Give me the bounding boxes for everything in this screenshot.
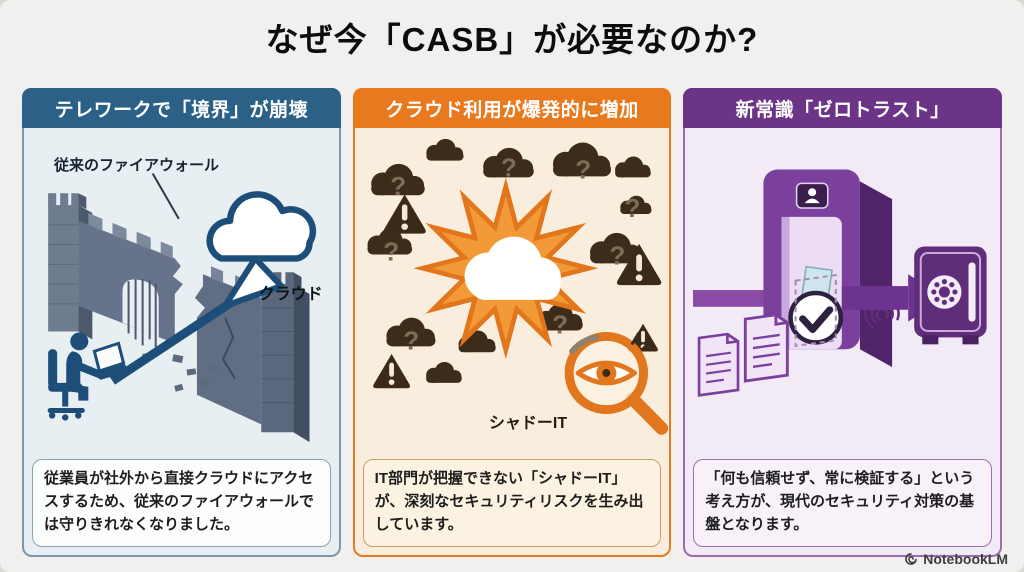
worker-laptop-icon bbox=[47, 332, 131, 421]
panel-zero-trust-caption: 「何も信頼せず、常に検証する」という考え方が、現代のセキュリティ対策の基盤となり… bbox=[693, 459, 993, 547]
shadow-it-illustration: ??? ??? ?? bbox=[355, 130, 670, 453]
cloud-label: クラウド bbox=[258, 286, 323, 303]
zero-trust-illustration bbox=[685, 130, 1000, 453]
cloud-icon bbox=[206, 191, 317, 309]
svg-text:?: ? bbox=[403, 327, 419, 355]
castle-right-tower-icon bbox=[194, 266, 310, 443]
zero-trust-art bbox=[693, 169, 987, 397]
panel-telework: テレワークで「境界」が崩壊 bbox=[22, 88, 341, 557]
shadow-it-label: シャドーIT bbox=[488, 415, 568, 432]
panel-cloud-explosion: クラウド利用が爆発的に増加 bbox=[352, 88, 672, 557]
panel-cloud-explosion-header: クラウド利用が爆発的に増加 bbox=[352, 88, 672, 128]
svg-text:?: ? bbox=[390, 173, 406, 201]
notebooklm-brand-text: NotebookLM bbox=[923, 551, 1008, 567]
shadow-it-art: ??? ??? ?? bbox=[367, 138, 668, 435]
document-icons bbox=[698, 273, 838, 397]
page-title: なぜ今「CASB」が必要なのか? bbox=[265, 21, 759, 58]
svg-text:?: ? bbox=[383, 239, 399, 267]
svg-text:?: ? bbox=[609, 243, 625, 271]
panel-zero-trust: 新常識「ゼロトラスト」 bbox=[683, 88, 1003, 557]
portcullis-bars bbox=[127, 279, 157, 348]
flow-arrow-left bbox=[693, 290, 766, 307]
svg-text:?: ? bbox=[552, 312, 568, 340]
svg-text:?: ? bbox=[624, 195, 640, 223]
svg-text:?: ? bbox=[575, 157, 591, 185]
notebooklm-logo-icon bbox=[905, 553, 918, 565]
firewall-breach-art bbox=[47, 172, 317, 443]
explosion-icon bbox=[412, 177, 598, 360]
panel-telework-header: テレワークで「境界」が崩壊 bbox=[22, 88, 341, 128]
firewall-label: 従来のファイアウォール bbox=[54, 157, 220, 174]
firewall-wall-icon bbox=[78, 212, 183, 348]
notebooklm-attribution: NotebookLM bbox=[904, 551, 1008, 567]
checkmark-icon bbox=[788, 290, 844, 345]
direct-access-line bbox=[109, 296, 238, 385]
panel-zero-trust-header: 新常識「ゼロトラスト」 bbox=[683, 88, 1003, 128]
svg-text:?: ? bbox=[501, 155, 517, 183]
magnifier-eye-icon bbox=[564, 331, 668, 435]
panel-telework-caption: 従業員が社外から直接クラウドにアクセスするため、従来のファイアウォールでは守りき… bbox=[32, 459, 331, 547]
question-marks: ??? ??? ?? bbox=[383, 155, 640, 356]
safe-icon bbox=[914, 246, 987, 345]
firewall-illustration: 従来のファイアウォール クラウド bbox=[24, 130, 339, 453]
camera-icon bbox=[796, 182, 829, 209]
label-pointer-line bbox=[151, 172, 180, 220]
panel-cloud-explosion-caption: IT部門が把握できない「シャドーIT」が、深刻なセキュリティリスクを生み出してい… bbox=[362, 459, 662, 547]
castle-left-tower-icon bbox=[48, 193, 93, 340]
panel-row: テレワークで「境界」が崩壊 bbox=[22, 88, 1003, 557]
